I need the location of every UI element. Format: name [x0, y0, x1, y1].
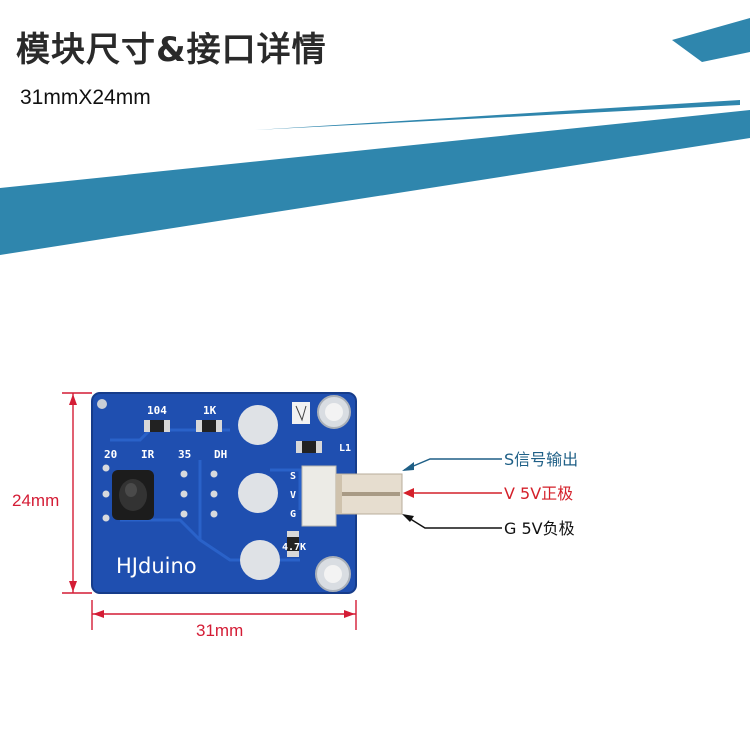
label-104: 104: [147, 404, 167, 417]
mount-hole-top-left: [97, 399, 107, 409]
callout-line-g: [403, 514, 502, 529]
led-l1: [296, 441, 322, 453]
label-l1: L1: [339, 443, 351, 454]
resistor-104: [144, 420, 170, 432]
pin-label-g: G 5V负极: [504, 519, 575, 538]
pcb-board: [91, 392, 403, 594]
dim-arrow-bottom: [69, 581, 77, 592]
diode-marker: [292, 402, 310, 424]
dim-arrow-left: [93, 610, 104, 618]
dim-height-label: 24mm: [12, 491, 59, 510]
callout-arrow-g: [402, 514, 414, 522]
callout-line-s: [403, 458, 502, 471]
label-4k7: 4.7K: [282, 542, 306, 553]
label-s: S: [290, 471, 296, 482]
label-20: 20: [104, 448, 117, 461]
large-pad-3: [240, 540, 280, 580]
dim-arrow-right: [344, 610, 355, 618]
label-dh: DH: [214, 448, 227, 461]
brand-label: HJduino: [116, 554, 197, 578]
label-v: V: [290, 490, 296, 501]
label-1k: 1K: [203, 404, 217, 417]
large-pad-2: [238, 473, 278, 513]
label-35: 35: [178, 448, 191, 461]
pin-label-s: S信号输出: [504, 450, 578, 469]
pin-label-v: V 5V正极: [504, 484, 573, 503]
module-size: 31mmX24mm: [20, 86, 151, 109]
page-title: 模块尺寸&接口详情: [16, 30, 327, 70]
label-ir: IR: [141, 448, 155, 461]
callout-arrow-s: [402, 462, 414, 471]
banner-stripe-thin: [255, 100, 740, 130]
dim-width-label: 31mm: [196, 621, 243, 640]
connector-housing: [301, 465, 337, 527]
banner-stripe-main: [0, 110, 750, 255]
large-pad-1: [238, 405, 278, 445]
resistor-4k7: [287, 531, 299, 557]
resistor-1k: [196, 420, 222, 432]
callout-arrow-v: [403, 488, 414, 498]
dim-arrow-top: [69, 394, 77, 405]
label-g: G: [290, 509, 296, 520]
banner-stripe-top: [672, 18, 750, 62]
